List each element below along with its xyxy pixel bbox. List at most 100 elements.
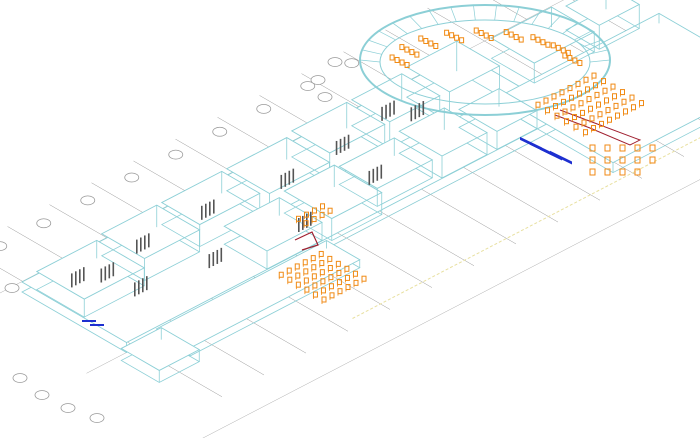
dining-chair xyxy=(352,270,358,277)
rotunda-chair xyxy=(454,34,460,41)
dining-chair xyxy=(344,265,350,272)
hall-chair xyxy=(585,86,590,93)
rotunda-rib xyxy=(588,49,608,55)
hall-chair xyxy=(553,103,558,110)
equipment-rack xyxy=(284,172,287,187)
equipment-rack xyxy=(389,102,391,117)
grid-bubble xyxy=(212,126,228,137)
equipment-rack xyxy=(335,140,338,155)
terrace-chair xyxy=(649,144,656,152)
dining-chair xyxy=(353,279,359,286)
dining-chair xyxy=(328,274,334,281)
rotunda-chair xyxy=(389,54,395,61)
equipment-rack xyxy=(288,170,291,185)
terrace-chair xyxy=(589,168,596,176)
hall-chair xyxy=(583,129,588,136)
rotunda-chair xyxy=(555,44,561,51)
lounge-chair xyxy=(303,220,309,227)
dining-chair xyxy=(321,296,327,303)
equipment-rack xyxy=(100,268,103,283)
lounge-chair xyxy=(327,207,333,214)
terrace-chair xyxy=(604,144,611,152)
equipment-rack xyxy=(292,168,295,183)
dining-chair xyxy=(287,276,293,283)
lounge-chair xyxy=(296,215,301,222)
rotunda-rib xyxy=(589,59,611,63)
dining-chair xyxy=(328,283,334,290)
dining-chair xyxy=(311,264,317,271)
dining-chair xyxy=(302,259,308,266)
equipment-rack xyxy=(209,201,211,216)
rotunda-chair xyxy=(572,57,578,64)
rotunda-chair xyxy=(503,29,509,36)
hall-chair xyxy=(583,76,589,83)
rotunda-chair xyxy=(449,32,455,39)
hall-chair xyxy=(578,100,584,107)
grid-bubble xyxy=(0,241,8,252)
hall-chair xyxy=(601,78,606,85)
grid-bubble xyxy=(168,149,184,160)
hall-chair xyxy=(629,94,635,101)
rotunda-rib xyxy=(428,10,439,25)
banquet-table xyxy=(550,150,572,165)
dining-chair xyxy=(310,255,316,262)
equipment-rack xyxy=(385,104,387,119)
terrace-chair xyxy=(589,144,596,152)
hall-chair xyxy=(581,119,587,126)
rotunda-rib xyxy=(562,22,578,34)
rotunda-rib xyxy=(362,49,382,55)
hall-chair xyxy=(535,101,541,108)
hall-chair xyxy=(569,94,574,101)
dining-chair xyxy=(336,279,342,286)
equipment-rack xyxy=(75,271,77,286)
rotunda-chair xyxy=(513,34,519,41)
dining-chair xyxy=(327,265,333,272)
rotunda-chair xyxy=(488,35,494,42)
equipment-rack xyxy=(418,103,421,118)
rotunda-chair xyxy=(540,39,546,46)
equipment-rack xyxy=(339,138,342,153)
equipment-rack xyxy=(216,249,219,264)
hall-chair xyxy=(631,104,636,111)
rotunda-rib xyxy=(368,39,388,48)
dining-chair xyxy=(329,292,335,299)
baseline xyxy=(352,137,700,319)
grid-bubble xyxy=(89,413,105,423)
terrace-chair xyxy=(619,168,626,176)
dining-chair xyxy=(319,269,325,276)
rotunda-rib xyxy=(548,15,561,29)
grid-bubble xyxy=(80,195,96,206)
equipment-rack xyxy=(79,269,81,284)
rotunda-chair xyxy=(508,31,514,38)
dining-chair xyxy=(295,281,301,288)
rotunda-rib xyxy=(582,39,602,48)
hall-chair xyxy=(604,97,609,104)
equipment-rack xyxy=(368,170,371,185)
hall-chair xyxy=(610,83,616,90)
dining-chair xyxy=(304,286,310,293)
rotunda-chair xyxy=(459,37,465,44)
dining-chair xyxy=(345,284,351,291)
equipment-rack xyxy=(208,254,211,269)
hall-chair xyxy=(599,120,604,127)
grid-bubble xyxy=(4,283,20,293)
hall-chair xyxy=(607,116,612,123)
hall-chair xyxy=(577,90,582,97)
rotunda-chair xyxy=(418,35,424,42)
rotunda-chair xyxy=(577,60,583,67)
rotunda-chair xyxy=(550,42,556,49)
grid-bubble xyxy=(36,218,52,229)
hall-chair xyxy=(594,91,600,98)
stage-ramp xyxy=(554,109,642,146)
grid-bubble xyxy=(310,75,326,85)
terrace-chair xyxy=(604,168,611,176)
rotunda-chair xyxy=(567,55,573,62)
seating xyxy=(278,27,656,304)
rotunda-chair xyxy=(409,49,415,56)
equipment-rack xyxy=(148,233,150,248)
hall-chair xyxy=(605,107,611,114)
rotunda-rib xyxy=(531,10,542,25)
equipment-rack xyxy=(212,252,215,267)
grid-bubble xyxy=(12,373,28,383)
